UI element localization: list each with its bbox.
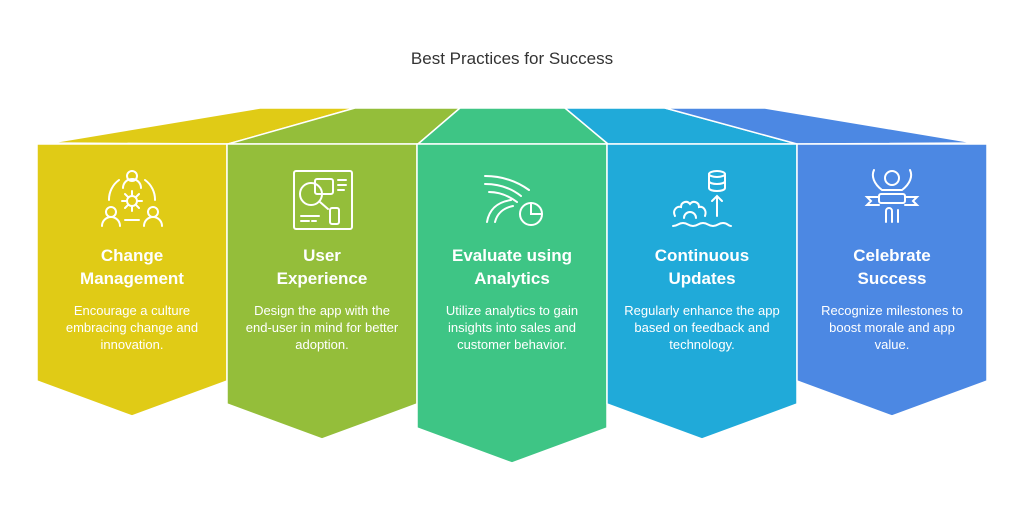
team-gear-icon: [101, 170, 163, 227]
step-title: Change: [100, 246, 164, 265]
panel-evaluate-analytics: [416, 143, 608, 464]
step-title: Management: [80, 269, 184, 288]
step-title: Updates: [668, 269, 736, 288]
step-title: Evaluate using: [452, 246, 572, 265]
database-update-icon: [672, 170, 732, 228]
step-title: User: [303, 246, 341, 265]
step-title: Experience: [276, 269, 368, 288]
ui-layout-icon: [293, 170, 353, 230]
panel-change-management: [36, 143, 228, 417]
step-description: Regularly enhance the app based on feedb…: [624, 303, 780, 352]
step-description: Design the app with the end-user in mind…: [245, 303, 399, 352]
analytics-flow-icon: [484, 175, 543, 226]
step-description: Recognize milestones to boost morale and…: [821, 303, 963, 352]
panel-continuous-updates: [606, 143, 798, 440]
celebrate-icon: [864, 169, 920, 223]
step-title: Success: [857, 269, 927, 288]
step-description: Utilize analytics to gain insights into …: [445, 303, 579, 352]
step-description: Encourage a culture embracing change and…: [65, 303, 199, 352]
panel-celebrate-success: [796, 143, 988, 417]
panel-user-experience: [226, 143, 418, 440]
step-title: Celebrate: [853, 246, 931, 265]
diagram-title: Best Practices for Success: [410, 49, 614, 68]
step-title: Continuous: [654, 246, 750, 265]
step-title: Analytics: [474, 269, 550, 288]
